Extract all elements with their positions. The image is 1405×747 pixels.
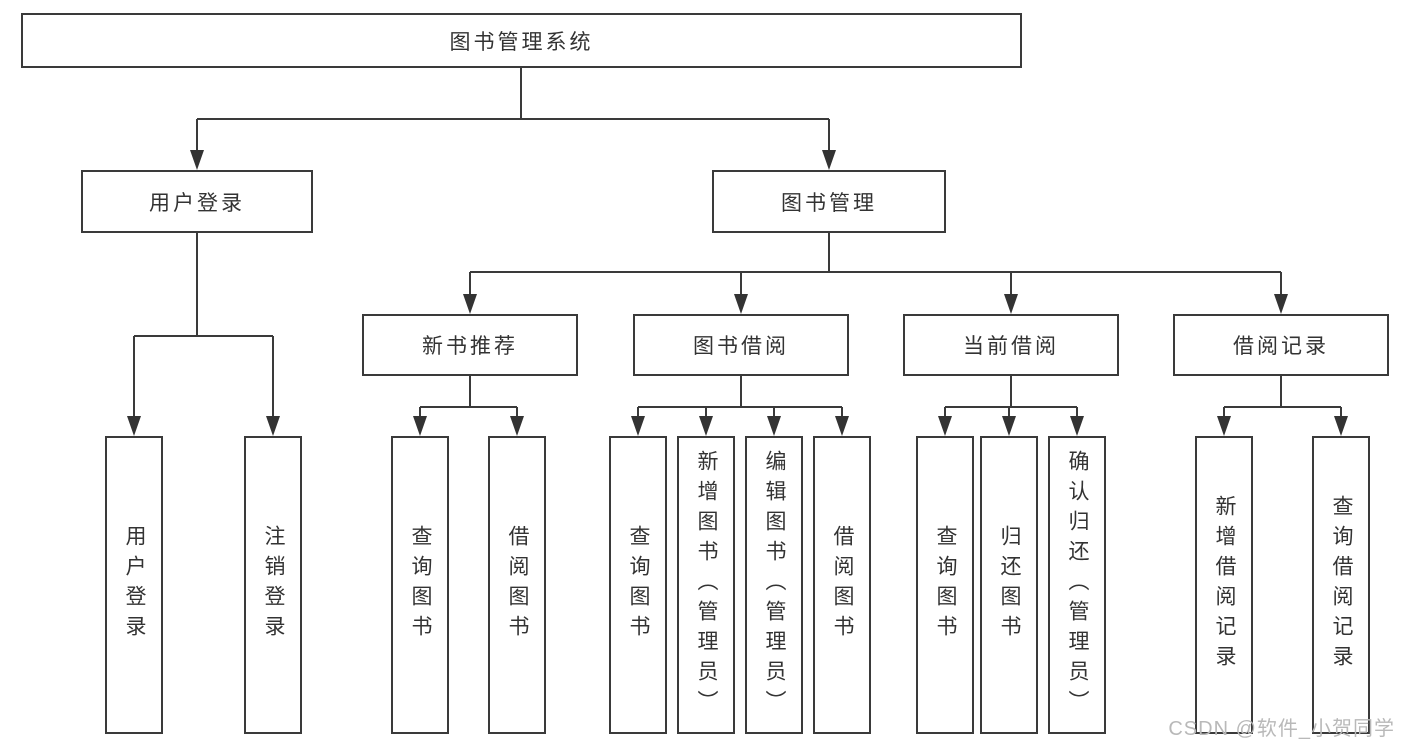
watermark: CSDN @软件_小贺同学 xyxy=(1168,718,1395,740)
arrowhead-icon xyxy=(127,416,141,436)
leaf-borrow-query-books: 查询图书 xyxy=(609,436,667,734)
leaf-add-borrow-record: 新增借阅记录 xyxy=(1195,436,1253,734)
leaf-recommend-query-books: 查询图书 xyxy=(391,436,449,734)
leaf-return-books: 归还图书 xyxy=(980,436,1038,734)
arrowhead-icon xyxy=(1002,416,1016,436)
connector-user-login-branch xyxy=(127,233,280,436)
node-current-borrow: 当前借阅 xyxy=(903,314,1119,376)
leaf-query-borrow-record: 查询借阅记录 xyxy=(1312,436,1370,734)
arrowhead-icon xyxy=(1217,416,1231,436)
node-root-system: 图书管理系统 xyxy=(21,13,1022,68)
arrowhead-icon xyxy=(734,294,748,314)
arrowhead-icon xyxy=(190,150,204,170)
leaf-confirm-return-admin: 确认归还（管理员） xyxy=(1048,436,1106,734)
arrowhead-icon xyxy=(266,416,280,436)
arrowhead-icon xyxy=(1070,416,1084,436)
connector-book-mgmt-to-level3 xyxy=(463,233,1288,314)
node-book-borrow: 图书借阅 xyxy=(633,314,849,376)
connector-borrow-records-branch xyxy=(1217,376,1348,436)
arrowhead-icon xyxy=(822,150,836,170)
connector-root-to-level2 xyxy=(190,68,836,170)
connector-new-book-branch xyxy=(413,376,524,436)
arrowhead-icon xyxy=(631,416,645,436)
leaf-logout: 注销登录 xyxy=(244,436,302,734)
arrowhead-icon xyxy=(1334,416,1348,436)
node-borrow-records: 借阅记录 xyxy=(1173,314,1389,376)
arrowhead-icon xyxy=(938,416,952,436)
arrowhead-icon xyxy=(767,416,781,436)
leaf-add-books-admin: 新增图书（管理员） xyxy=(677,436,735,734)
arrowhead-icon xyxy=(510,416,524,436)
arrowhead-icon xyxy=(1004,294,1018,314)
arrowhead-icon xyxy=(699,416,713,436)
arrowhead-icon xyxy=(1274,294,1288,314)
node-user-login: 用户登录 xyxy=(81,170,313,233)
node-new-book-recommend: 新书推荐 xyxy=(362,314,578,376)
connector-current-borrow-branch xyxy=(938,376,1084,436)
arrowhead-icon xyxy=(835,416,849,436)
leaf-user-login: 用户登录 xyxy=(105,436,163,734)
leaf-edit-books-admin: 编辑图书（管理员） xyxy=(745,436,803,734)
node-book-management: 图书管理 xyxy=(712,170,946,233)
connector-book-borrow-branch xyxy=(631,376,849,436)
leaf-recommend-borrow-books: 借阅图书 xyxy=(488,436,546,734)
arrowhead-icon xyxy=(463,294,477,314)
leaf-borrow-books: 借阅图书 xyxy=(813,436,871,734)
arrowhead-icon xyxy=(413,416,427,436)
leaf-current-query-books: 查询图书 xyxy=(916,436,974,734)
